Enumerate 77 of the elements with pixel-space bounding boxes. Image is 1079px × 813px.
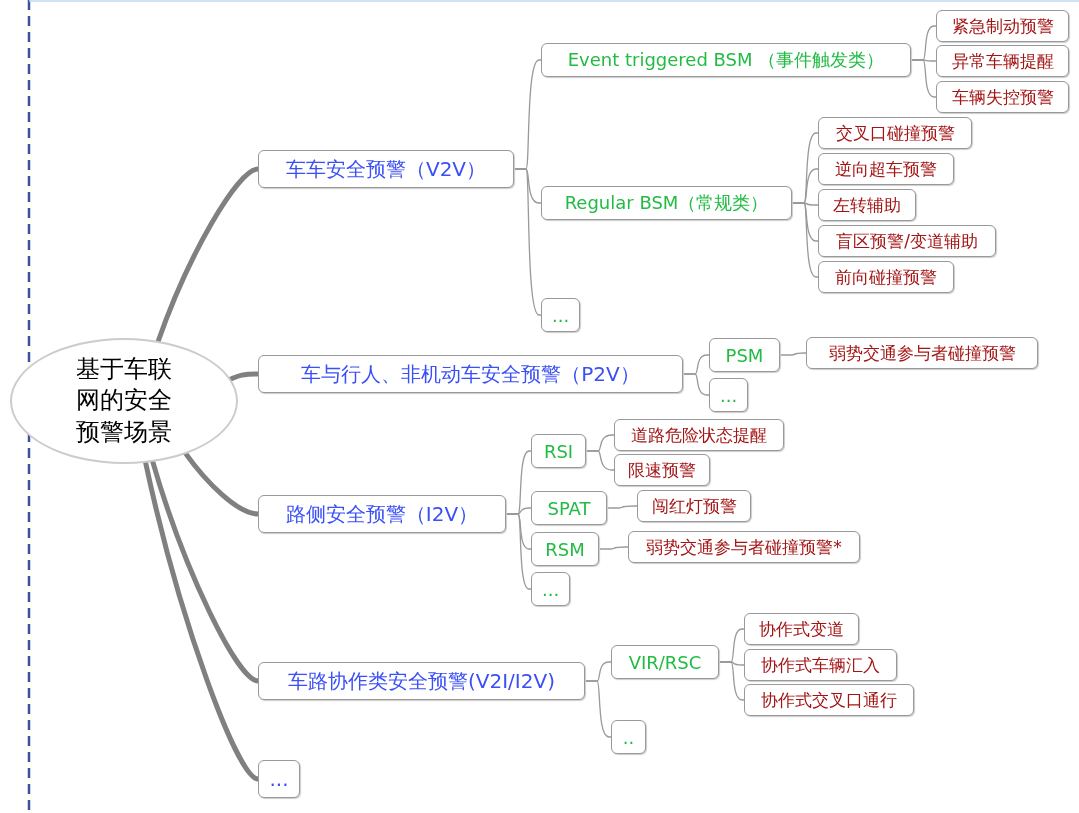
node-label: 路侧安全预警（I2V）	[285, 500, 479, 528]
branch-connector	[718, 661, 745, 701]
topic-box	[258, 760, 300, 798]
node-label: 车车安全预警（V2V）	[285, 155, 487, 183]
node-label: 车辆失控预警	[951, 85, 1054, 109]
node-label: 弱势交通参与者碰撞预警	[828, 341, 1016, 365]
branch-connector	[606, 505, 638, 509]
category-box	[709, 378, 749, 412]
topic-box	[258, 150, 514, 188]
main-branch-connector	[227, 371, 259, 383]
node-label: VIR/RSC	[628, 651, 702, 673]
node-label: 道路危险状态提醒	[631, 423, 767, 447]
category-box	[611, 645, 719, 679]
category-box	[531, 572, 571, 606]
branch-connector	[505, 513, 532, 590]
branch-connector	[682, 373, 710, 396]
item-box	[818, 117, 972, 149]
node-label: Regular BSM（常规类）	[564, 191, 769, 215]
category-box	[531, 491, 607, 525]
category-box	[541, 186, 792, 220]
branch-connector	[585, 450, 615, 471]
node-label: ...	[720, 384, 738, 406]
item-box	[818, 189, 916, 221]
item-box	[806, 337, 1038, 369]
node-label: 协作式变道	[759, 617, 844, 641]
branch-connector	[791, 202, 819, 278]
branch-connector	[910, 59, 937, 98]
node-label: 协作式车辆汇入	[761, 653, 880, 677]
branch-connector	[513, 168, 542, 316]
item-box	[744, 613, 859, 645]
topic-box	[258, 355, 683, 393]
item-box	[744, 649, 897, 681]
item-box	[614, 419, 784, 451]
topic-box	[258, 662, 585, 700]
branch-connector	[598, 546, 629, 550]
item-box	[744, 684, 914, 716]
item-box	[818, 153, 954, 185]
topic-box	[258, 495, 506, 533]
node-label: 盲区预警/变道辅助	[836, 229, 978, 253]
item-box	[818, 261, 954, 293]
node-label: 协作式交叉口通行	[761, 688, 897, 712]
node-label: 逆向超车预警	[835, 157, 937, 181]
item-box	[818, 225, 996, 257]
category-box	[541, 43, 911, 77]
node-label: 前向碰撞预警	[835, 265, 937, 289]
item-box	[936, 45, 1069, 77]
node-label: 左转辅助	[833, 193, 901, 217]
node-label: ...	[542, 578, 560, 600]
item-box	[936, 81, 1069, 113]
node-label: 紧急制动预警	[951, 14, 1054, 38]
category-box	[611, 720, 646, 754]
node-label: 限速预警	[628, 458, 696, 482]
branch-connector	[584, 680, 612, 738]
node-label: SPAT	[547, 497, 591, 519]
item-box	[637, 490, 751, 522]
central-topic: 基于车联网的安全预警场景	[75, 354, 173, 448]
node-label: ...	[552, 304, 570, 326]
node-label: RSI	[543, 440, 574, 462]
node-label: 车与行人、非机动车安全预警（P2V）	[301, 360, 640, 388]
node-label: ...	[269, 767, 289, 791]
node-label: PSM	[725, 344, 764, 366]
node-label: 异常车辆提醒	[951, 49, 1054, 73]
node-label: RSM	[545, 538, 585, 560]
node-label: Event triggered BSM （事件触发类）	[567, 48, 885, 72]
item-box	[936, 10, 1069, 42]
category-box	[709, 338, 780, 372]
node-label: 车路协作类安全预警(V2I/I2V)	[288, 667, 555, 695]
node-label: 弱势交通参与者碰撞预警*	[646, 535, 842, 559]
branch-connector	[779, 352, 807, 356]
category-box	[531, 532, 599, 566]
item-box	[614, 454, 710, 486]
node-label: 交叉口碰撞预警	[835, 121, 955, 145]
node-label: 闯红灯预警	[651, 494, 737, 518]
node-label: ..	[622, 726, 635, 748]
category-box	[541, 298, 581, 332]
item-box	[628, 531, 860, 563]
category-box	[531, 434, 586, 468]
